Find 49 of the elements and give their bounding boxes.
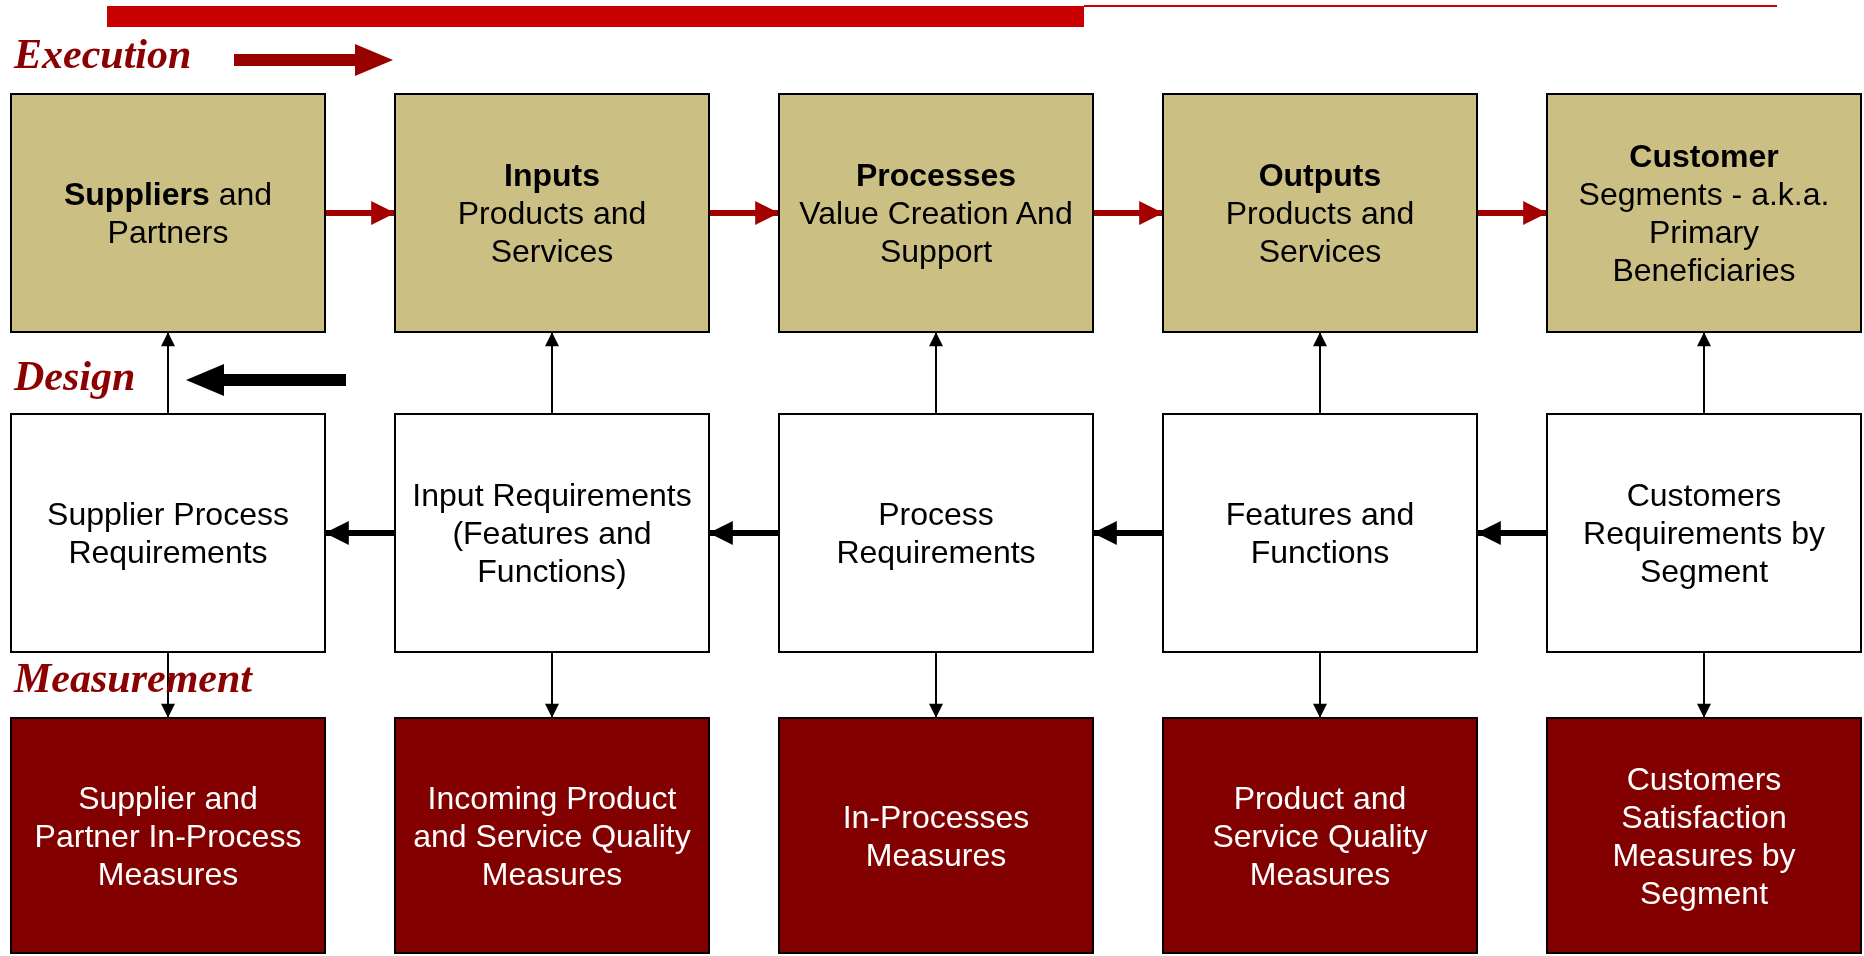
arrow	[1313, 652, 1327, 718]
process-box	[778, 717, 1094, 954]
arrow	[710, 201, 780, 225]
arrow	[1697, 652, 1711, 718]
process-box	[10, 413, 326, 653]
box-text: Supplier and Partner In-Process Measures	[33, 778, 303, 893]
process-box	[10, 717, 326, 954]
section-label: Execution	[14, 30, 192, 78]
arrow	[1313, 332, 1327, 414]
process-box	[1546, 413, 1862, 653]
box-text: Customers Requirements by Segment	[1582, 476, 1826, 590]
arrow	[1478, 201, 1548, 225]
box-text: Segments - a.k.a. Primary Beneficiaries	[1577, 175, 1831, 289]
process-box	[1546, 717, 1862, 954]
box-heading: Inputs	[504, 156, 600, 194]
process-box	[10, 93, 326, 333]
process-box	[394, 717, 710, 954]
process-box	[394, 93, 710, 333]
process-box	[778, 93, 1094, 333]
box-text: Input Requirements (Features and Functions)	[411, 476, 693, 590]
box-heading: Customer	[1629, 137, 1779, 175]
process-box	[778, 413, 1094, 653]
box-text: Features and Functions	[1224, 495, 1416, 571]
process-box	[1162, 93, 1478, 333]
arrow	[929, 652, 943, 718]
section-label: Design	[14, 352, 136, 400]
arrow	[929, 332, 943, 414]
arrow	[545, 652, 559, 718]
box-text: Product and Service Quality Measures	[1211, 778, 1429, 893]
box-text: Products and Services	[1224, 194, 1416, 270]
arrow	[1697, 332, 1711, 414]
process-box	[1162, 717, 1478, 954]
arrow	[161, 332, 175, 414]
box-text: Supplier Process Requirements	[46, 495, 290, 571]
process-box	[394, 413, 710, 653]
box-text: Value Creation And Support	[798, 194, 1074, 270]
box-text: Customers Satisfaction Measures by Segment	[1611, 759, 1797, 912]
box-text: Products and Services	[456, 194, 648, 270]
arrow	[1094, 201, 1164, 225]
box-text: In-Processes Measures	[841, 797, 1031, 874]
box-text: Incoming Product and Service Quality Measures	[412, 778, 692, 893]
box-heading: Outputs	[1258, 156, 1382, 194]
box-text: Suppliers and Partners	[62, 175, 274, 251]
process-box	[1162, 413, 1478, 653]
box-heading: Processes	[855, 156, 1017, 194]
arrow	[326, 201, 396, 225]
box-text: Process Requirements	[835, 495, 1037, 571]
arrow	[545, 332, 559, 414]
process-box	[1546, 93, 1862, 333]
